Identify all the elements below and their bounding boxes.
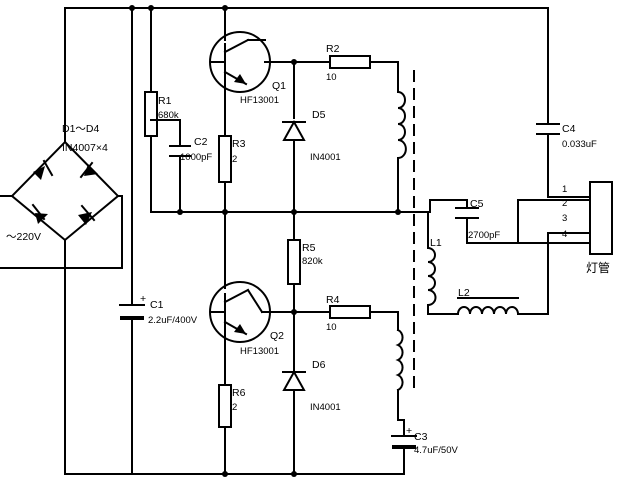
resistor-r2: R2 10 xyxy=(326,43,371,83)
resistor-r4: R4 10 xyxy=(326,294,371,333)
r1-value-label: 680k xyxy=(158,110,179,121)
r1-ref-label: R1 xyxy=(158,95,172,107)
d5-value-label: IN4001 xyxy=(310,152,341,163)
l2-ref-label: L2 xyxy=(458,287,470,299)
l1-ref-label: L1 xyxy=(430,237,442,249)
resistor-r5: R5 820k xyxy=(287,239,323,285)
capacitor-c2: C2 1000pF xyxy=(150,119,212,163)
bridge-ref-label: D1～D4 xyxy=(62,123,100,135)
diode-d5: D5 IN4001 xyxy=(282,109,341,163)
lamp-pin-2: 2 xyxy=(562,198,567,209)
r3-ref-label: R3 xyxy=(232,138,246,150)
c1-ref-label: C1 xyxy=(150,299,164,311)
r5-ref-label: R5 xyxy=(302,242,316,254)
c5-ref-label: C5 xyxy=(470,198,484,210)
r6-value-label: 2 xyxy=(232,402,237,413)
r2-value-label: 10 xyxy=(326,72,337,83)
capacitor-c4: C4 0.033uF xyxy=(536,123,597,150)
r3-value-label: 2 xyxy=(232,154,237,165)
lamp-pin-3: 3 xyxy=(562,213,567,224)
c3-plus-sign: + xyxy=(406,425,412,437)
c5-value-label: 2700pF xyxy=(468,230,500,241)
d5-ref-label: D5 xyxy=(312,109,326,121)
ac-input-label: ～220V xyxy=(6,231,41,243)
c4-ref-label: C4 xyxy=(562,123,576,135)
q2-value-label: HF13001 xyxy=(240,346,279,357)
bridge-value-label: IN4007×4 xyxy=(62,142,108,154)
inductor-l2: L2 xyxy=(456,287,520,316)
r4-ref-label: R4 xyxy=(326,294,340,306)
transistor-q2: Q2 HF13001 xyxy=(209,281,284,357)
lamp-pin-1: 1 xyxy=(562,184,567,195)
r4-value-label: 10 xyxy=(326,322,337,333)
wiring xyxy=(64,7,591,475)
c3-ref-label: C3 xyxy=(414,431,428,443)
coil-drive-upper xyxy=(396,90,407,160)
lamp-label: 灯管 xyxy=(586,260,610,275)
bridge-rectifier: D1～D4 IN4007×4 xyxy=(10,123,120,242)
d6-value-label: IN4001 xyxy=(310,402,341,413)
lamp-pin-4: 4 xyxy=(562,229,567,240)
c2-value-label: 1000pF xyxy=(180,152,212,163)
junction-dots xyxy=(129,5,401,477)
capacitor-c5: C5 2700pF xyxy=(455,198,500,241)
transistor-q1: Q1 HF13001 xyxy=(209,31,286,106)
c2-ref-label: C2 xyxy=(194,136,208,148)
diode-d6: D6 IN4001 xyxy=(282,359,341,413)
coil-drive-lower xyxy=(395,328,404,392)
q1-value-label: HF13001 xyxy=(240,95,279,106)
lamp-tube: 1 2 3 4 灯管 xyxy=(562,181,613,275)
ac-input: ～220V xyxy=(0,195,123,269)
d6-ref-label: D6 xyxy=(312,359,326,371)
resistor-r3: R3 2 xyxy=(218,135,246,183)
r5-value-label: 820k xyxy=(302,256,323,267)
capacitor-c3: + C3 4.7uF/50V xyxy=(391,425,458,456)
c1-plus-sign: + xyxy=(140,293,146,305)
diode-d1 xyxy=(33,159,54,180)
inductor-l1: L1 xyxy=(413,70,442,394)
diode-d3 xyxy=(31,203,48,224)
diode-d4 xyxy=(78,204,96,225)
c4-value-label: 0.033uF xyxy=(562,139,597,150)
q2-ref-label: Q2 xyxy=(270,330,284,342)
q1-ref-label: Q1 xyxy=(272,80,286,92)
diode-d2 xyxy=(79,161,98,179)
r2-ref-label: R2 xyxy=(326,43,340,55)
c1-value-label: 2.2uF/400V xyxy=(148,315,198,326)
c3-value-label: 4.7uF/50V xyxy=(414,445,458,456)
capacitor-c1: + C1 2.2uF/400V xyxy=(119,293,198,326)
resistor-r6: R6 2 xyxy=(218,384,246,428)
r6-ref-label: R6 xyxy=(232,387,246,399)
resistor-r1: R1 680k xyxy=(144,91,179,137)
